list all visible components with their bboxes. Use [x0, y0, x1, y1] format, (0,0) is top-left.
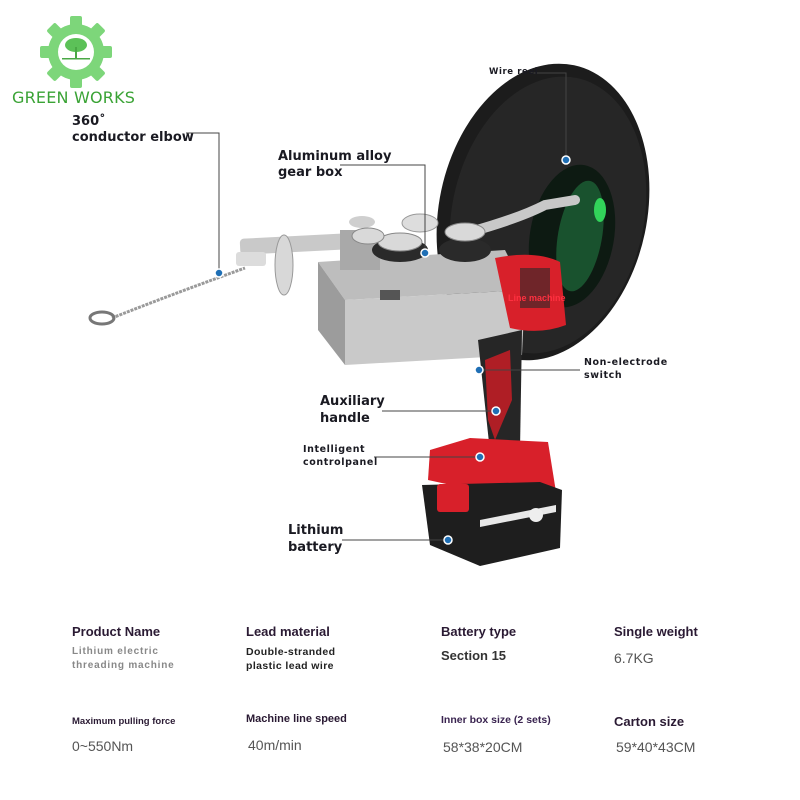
callout-dot [561, 155, 571, 165]
brand-name: GREEN WORKS [12, 88, 136, 107]
gear-tree-logo-icon [40, 16, 112, 88]
spec-value-lead-material-2: plastic lead wire [246, 660, 334, 672]
spec-value-product-name-1: Lithium electric [72, 646, 159, 657]
spec-value-product-name-2: threading machine [72, 660, 175, 671]
callout-dot [491, 406, 501, 416]
callout-battery-line2: battery [288, 540, 343, 555]
spec-label-single-weight: Single weight [614, 624, 698, 639]
spec-value-lead-material-1: Double-stranded [246, 646, 336, 658]
callout-dot [420, 248, 430, 258]
callout-dot [214, 268, 224, 278]
spec-label-battery-type: Battery type [441, 624, 517, 639]
callout-dot [475, 452, 485, 462]
spec-value-pulling-force: 0~550Nm [72, 738, 134, 754]
spec-value-battery-type: Section 15 [441, 648, 507, 663]
product-marking: Line machine [508, 293, 566, 303]
spec-label-line-speed: Machine line speed [246, 713, 347, 725]
callout-wire-reel: Wire reel [489, 67, 539, 77]
threading-machine-image: Line machine [88, 63, 650, 566]
callout-handle-line1: Auxiliary [320, 394, 385, 409]
spec-label-product-name: Product Name [72, 624, 161, 639]
spec-label-lead-material: Lead material [246, 624, 330, 639]
callout-dot [474, 365, 484, 375]
spec-label-pulling-force: Maximum pulling force [72, 716, 176, 727]
callout-battery-line1: Lithium [288, 523, 344, 538]
callout-switch-line1: Non-electrode [584, 357, 668, 368]
callout-elbow-line2: conductor elbow [72, 130, 194, 145]
spec-label-inner-box: Inner box size (2 sets) [441, 714, 551, 726]
callout-gearbox-line1: Aluminum alloy [278, 149, 392, 164]
spec-value-single-weight: 6.7KG [614, 650, 654, 666]
callout-elbow-line1: 360˚ [72, 114, 106, 129]
callout-gearbox-line2: gear box [278, 165, 343, 180]
callout-panel-line2: controlpanel [303, 457, 378, 468]
callout-panel-line1: Intelligent [303, 444, 366, 455]
spec-label-carton-size: Carton size [614, 714, 685, 729]
callout-dot [443, 535, 453, 545]
callout-handle-line2: handle [320, 411, 370, 426]
spec-value-carton-size: 59*40*43CM [616, 739, 696, 755]
callout-switch-line2: switch [584, 370, 623, 381]
spec-value-line-speed: 40m/min [248, 737, 302, 753]
spec-value-inner-box: 58*38*20CM [443, 739, 523, 755]
